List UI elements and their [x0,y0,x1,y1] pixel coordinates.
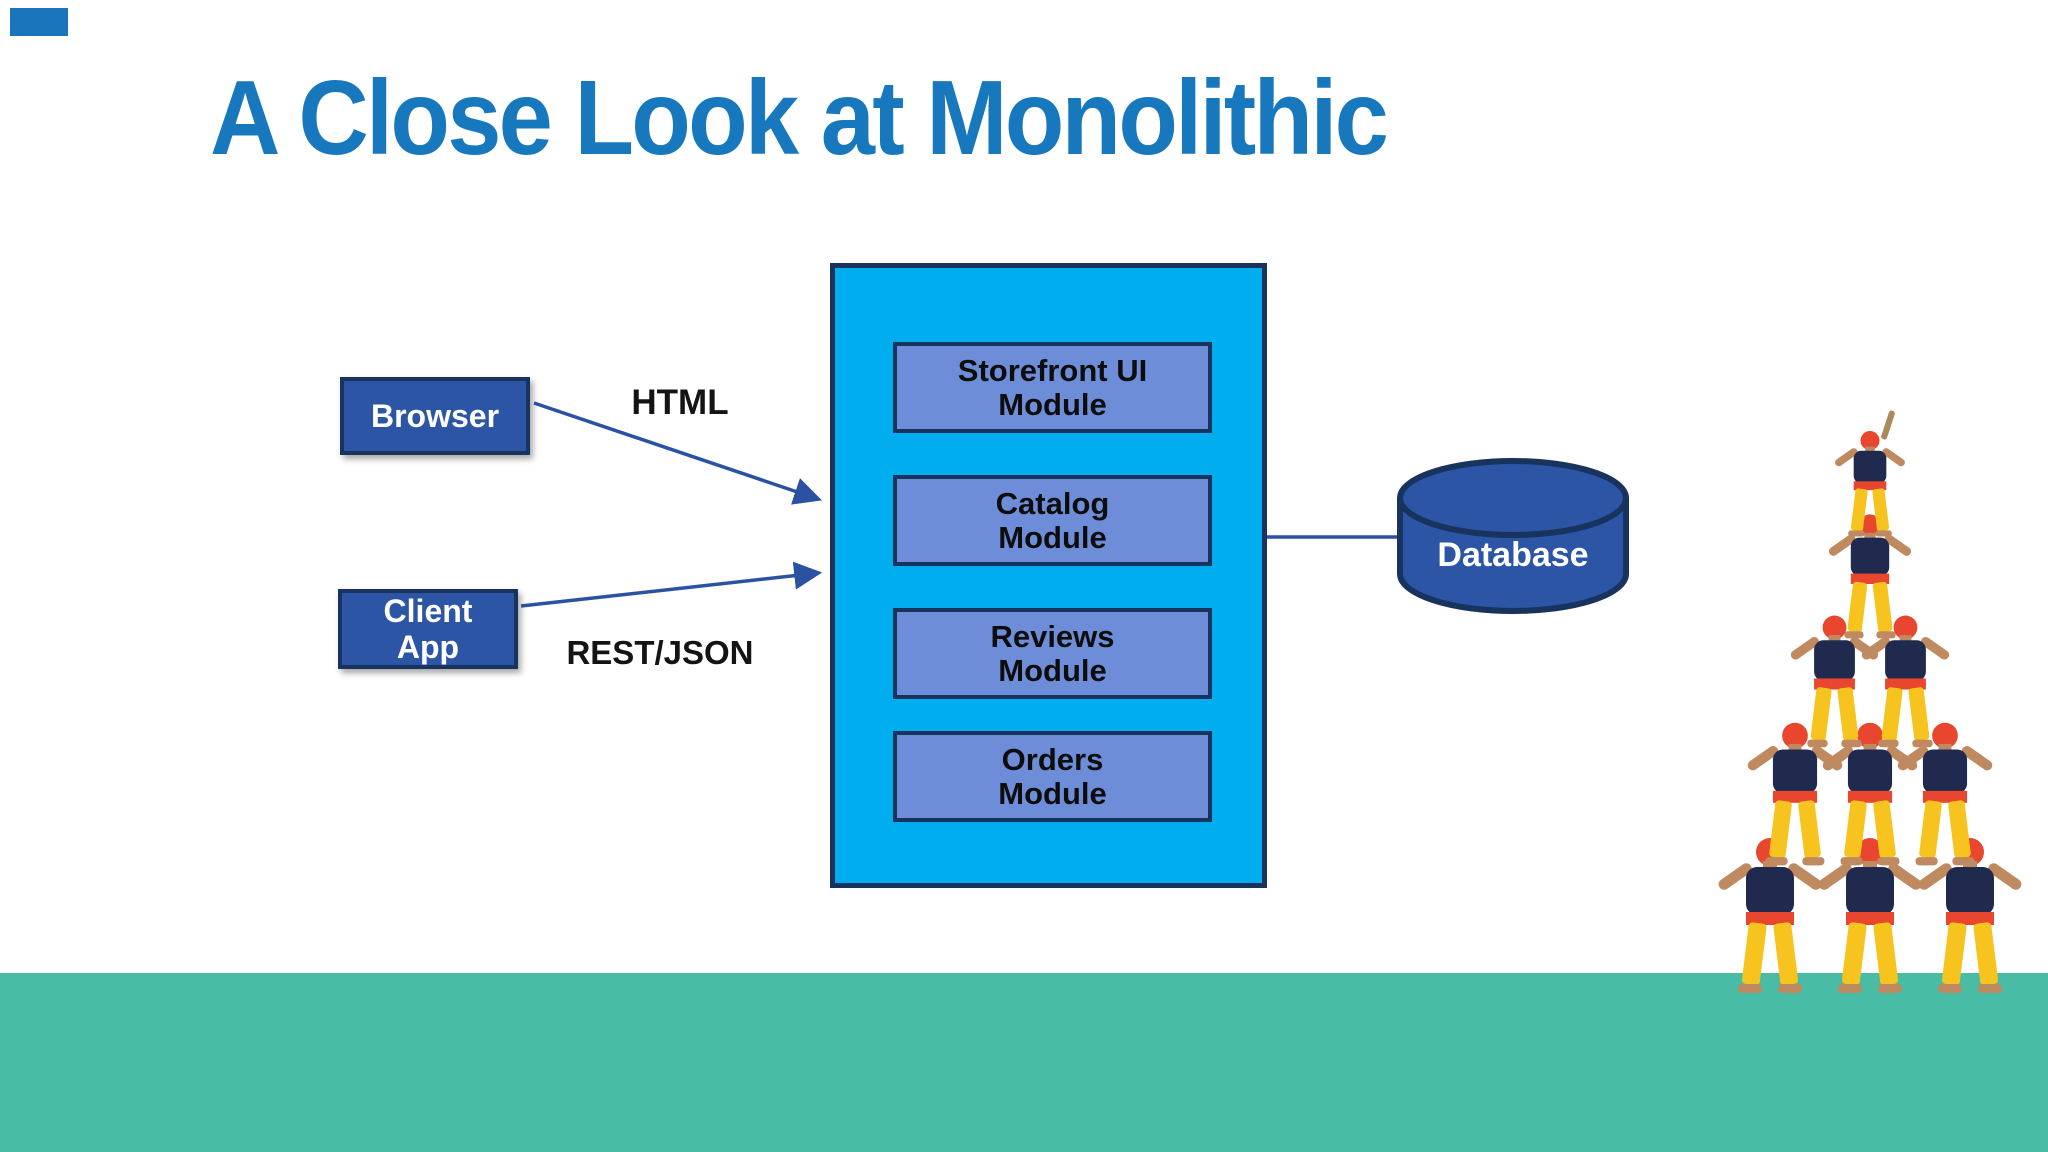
module-reviews-line2: Module [998,652,1107,688]
ground-band [0,973,2048,1152]
module-orders-line1: Orders [1001,741,1104,777]
database-label: Database [1437,536,1589,574]
module-catalog-line2: Module [998,519,1107,555]
module-storefront-ui-line1: Storefront UI [957,352,1148,388]
edge-client-to-monolith [520,561,823,608]
node-client-app: Client App [338,589,518,669]
module-storefront-ui-line2: Module [998,386,1107,422]
module-catalog-line1: Catalog [995,485,1110,521]
module-orders: Orders Module [893,731,1212,822]
corner-accent-bar [10,8,68,36]
browser-label: Browser [370,398,500,434]
slide-title: A Close Look at Monolithic [210,59,1389,177]
monolith-container: Storefront UI Module Catalog Module Revi… [830,263,1267,888]
client-app-label-line2: App [396,629,460,665]
module-reviews-line1: Reviews [990,618,1115,654]
edge-label-rest-json: REST/JSON [566,634,754,671]
module-orders-line2: Module [998,775,1107,811]
module-catalog: Catalog Module [893,475,1212,566]
module-reviews: Reviews Module [893,608,1212,699]
human-pyramid-illustration [1716,410,2024,993]
module-storefront-ui: Storefront UI Module [893,342,1212,433]
client-app-label-line1: Client [383,593,473,629]
node-browser: Browser [340,377,530,455]
edge-label-html: HTML [631,383,729,422]
